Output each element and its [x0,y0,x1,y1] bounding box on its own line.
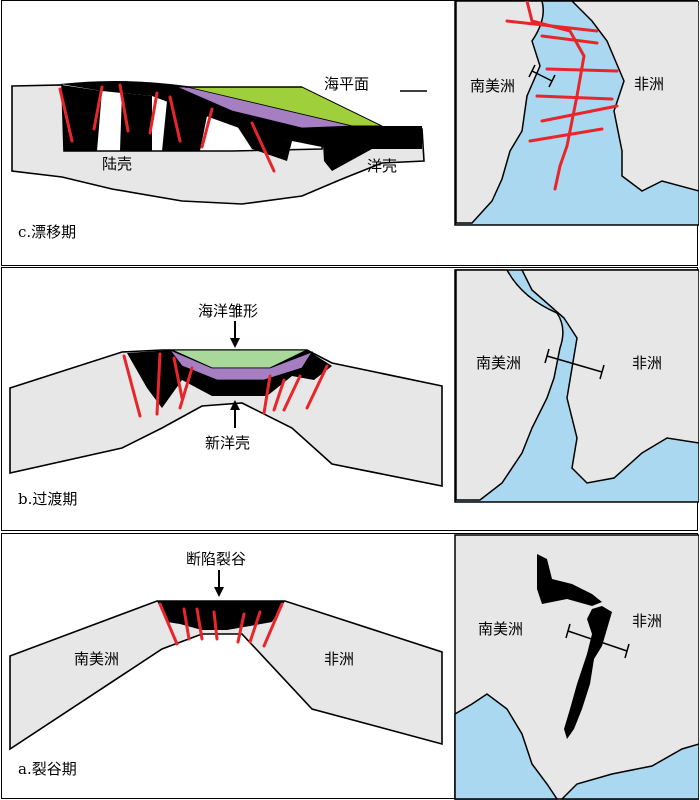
fault-lines [158,602,284,648]
fault-line [282,374,302,412]
fault-line [236,612,246,644]
section-south-america-label: 南美洲 [74,650,119,668]
rift-map: 南美洲 非洲 [454,534,699,800]
panel-transition-stage: 海洋雏形 新洋壳 b.过渡期 南美洲 非洲 [1,267,699,531]
fault-line [178,366,194,410]
fault-line [272,378,286,412]
fault-line [158,602,179,646]
transform-fault [535,94,614,101]
map-africa-label: 非洲 [634,75,664,93]
stage-label: b.过渡期 [18,490,77,508]
oceanic-crust-label: 洋壳 [367,157,397,175]
fault-line [200,107,214,149]
section-line [567,630,628,652]
fault-line [250,121,276,173]
south-america-landmass [455,269,564,501]
new-crust-arrowhead [230,400,240,410]
fault-line [168,95,182,143]
fault-line [212,610,219,641]
section-line [546,355,603,373]
section-tick [544,348,550,364]
drift-stage-diagram: 海平面 陆壳 洋壳 c.漂移期 南美洲 非洲 [11,1,699,241]
fault-line [195,607,204,641]
section-tick [599,364,605,380]
ocean-bottom-right [560,743,699,800]
transition-map: 南美洲 非洲 [454,269,699,503]
sediment-wedge [237,126,292,161]
ridge-transforms [505,1,619,191]
transform-fault [528,127,604,143]
rift-cross-section: 断陷裂谷 南美洲 非洲 [9,550,443,751]
sea-level-label: 海平面 [324,75,369,93]
section-africa-label: 非洲 [324,650,354,668]
fault-line [305,364,329,410]
rift-basin-south [564,606,612,739]
rift-basin-north [537,554,602,606]
rift-sediment [157,601,285,630]
rift-stage-diagram: 断陷裂谷 南美洲 非洲 a.裂谷期 南美洲 非洲 [9,534,699,800]
transition-stage-diagram: 海洋雏形 新洋壳 b.过渡期 南美洲 非洲 [9,269,699,508]
fault-lines [58,83,276,173]
ocean-wedge-arrowhead [230,338,240,348]
rift-valley-label: 断陷裂谷 [186,550,246,568]
south-america-landmass [455,1,544,224]
fault-line [262,374,272,415]
section-tick [528,64,536,78]
transform-fault [540,104,619,123]
map-south-america-label: 南美洲 [478,620,523,638]
new-oceanic-crust-label: 新洋壳 [205,434,250,452]
drift-map: 南美洲 非洲 [454,1,699,226]
fault-line [58,87,74,143]
purple-layer [168,349,313,381]
section-line [531,70,553,82]
transform-fault [540,34,599,45]
panel-drift-stage: 海平面 陆壳 洋壳 c.漂移期 南美洲 非洲 [1,0,699,266]
fault-line [172,356,184,400]
fault-line [248,610,262,644]
africa-landmass [520,269,699,484]
fault-line [182,607,191,641]
fault-line [148,91,159,135]
fault-line [122,354,142,418]
ocean-wedge-label: 海洋雏形 [198,302,258,320]
drift-cross-section: 海平面 陆壳 洋壳 [11,75,427,205]
rift-arrowhead [214,587,224,597]
stage-label: c.漂移期 [18,223,76,241]
fault-line [262,602,284,648]
fault-line [92,85,104,131]
transition-cross-section: 海洋雏形 新洋壳 [9,302,443,487]
panel-rift-stage: 断陷裂谷 南美洲 非洲 a.裂谷期 南美洲 非洲 [1,533,699,800]
map-south-america-label: 南美洲 [476,354,521,372]
fault-lines [122,352,329,418]
sediment-wedge [120,93,152,151]
section-tick [624,643,630,659]
map-south-america-label: 南美洲 [470,77,515,95]
section-tick [548,74,556,88]
fault-line [118,83,130,133]
map-africa-label: 非洲 [632,354,662,372]
section-tick [565,623,571,639]
map-africa-label: 非洲 [632,612,662,630]
mid-ocean-ridge [525,1,586,191]
fault-line [155,352,162,416]
stage-label: a.裂谷期 [18,760,77,778]
continental-crust-label: 陆壳 [102,155,132,173]
africa-landmass [570,1,699,192]
sediment-basin [322,126,422,171]
